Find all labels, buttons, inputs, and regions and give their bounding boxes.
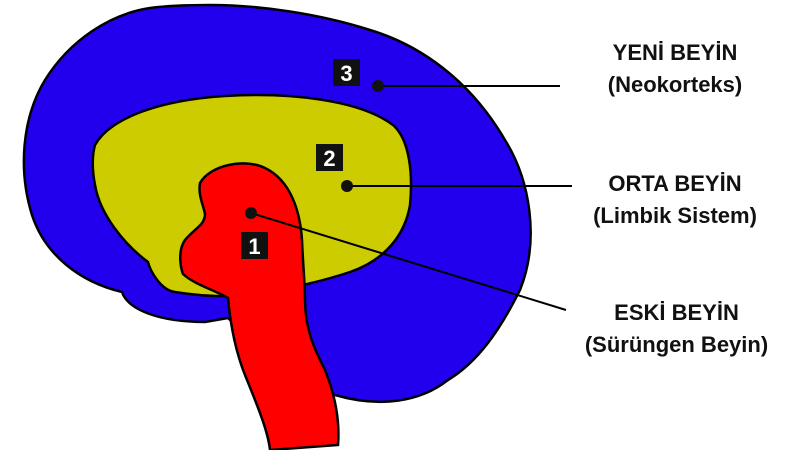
label-old-brain-title: ESKİ BEYİN: [555, 297, 798, 329]
label-middle-brain: ORTA BEYİN (Limbik Sistem): [560, 168, 790, 232]
label-middle-brain-title: ORTA BEYİN: [560, 168, 790, 200]
number-middle-brain: 2: [323, 146, 335, 171]
number-badge-middle-brain: 2: [316, 144, 343, 171]
number-old-brain: 1: [248, 234, 260, 259]
pointer-dot-old-brain: [245, 207, 257, 219]
label-new-brain: YENİ BEYİN (Neokorteks): [560, 37, 790, 101]
label-old-brain: ESKİ BEYİN (Sürüngen Beyin): [555, 297, 798, 361]
pointer-dot-middle-brain: [341, 180, 353, 192]
number-badge-new-brain: 3: [333, 59, 360, 86]
label-old-brain-subtitle: (Sürüngen Beyin): [555, 329, 798, 361]
number-badge-old-brain: 1: [241, 232, 268, 259]
label-middle-brain-subtitle: (Limbik Sistem): [560, 200, 790, 232]
label-new-brain-title: YENİ BEYİN: [560, 37, 790, 69]
pointer-dot-new-brain: [372, 80, 384, 92]
number-new-brain: 3: [340, 61, 352, 86]
label-new-brain-subtitle: (Neokorteks): [560, 69, 790, 101]
